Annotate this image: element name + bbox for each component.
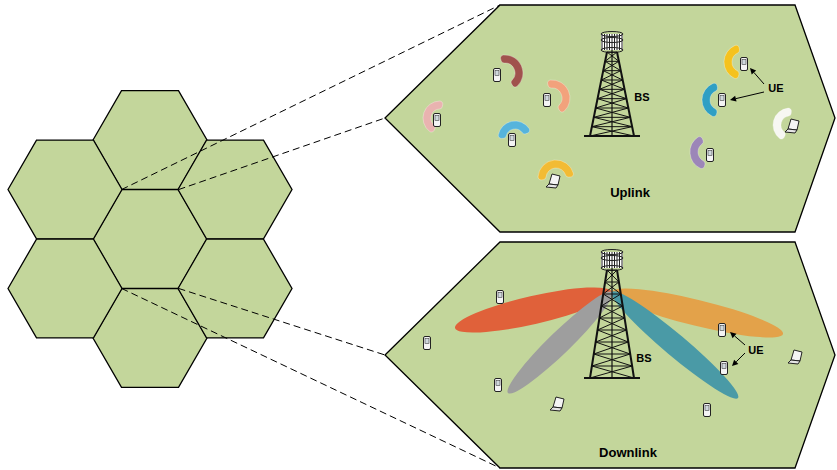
laptop-icon — [788, 350, 802, 364]
laptop-icon — [550, 397, 564, 411]
panel-title: Uplink — [610, 185, 650, 200]
uplink-signal — [690, 137, 705, 169]
phone-icon — [707, 149, 714, 162]
uplink-signal — [773, 108, 791, 139]
downlink-beam — [605, 284, 745, 407]
phone-icon — [719, 94, 726, 107]
phone-icon — [495, 379, 502, 392]
phone-icon — [719, 324, 726, 337]
leader-arrow — [730, 332, 745, 345]
cell-hexagon — [8, 239, 122, 338]
leader-arrow — [732, 353, 745, 366]
panel-title: Downlink — [599, 445, 657, 460]
phone-icon — [741, 58, 748, 71]
uplink-signal — [702, 83, 718, 116]
laptop-icon — [785, 119, 799, 133]
laptop-icon — [546, 174, 560, 188]
leader-arrow — [750, 68, 764, 84]
cell-panel: Uplink — [385, 5, 836, 233]
phone-icon — [509, 134, 516, 147]
base-station-tower — [584, 250, 640, 379]
leader-arrow — [730, 92, 764, 102]
phone-icon — [497, 291, 504, 304]
bs-label: BS — [634, 91, 649, 103]
ue-label: UE — [768, 82, 783, 94]
zoom-line — [179, 118, 386, 190]
ue-label: UE — [748, 344, 763, 356]
phone-icon — [494, 69, 501, 82]
cell-hexagon — [178, 140, 292, 239]
phone-icon — [434, 114, 441, 127]
phone-icon — [704, 404, 711, 417]
uplink-signal — [724, 45, 740, 78]
phone-icon — [544, 94, 551, 107]
phone-icon — [721, 362, 728, 375]
panel-outline — [385, 241, 836, 469]
base-station-tower — [584, 32, 640, 137]
cell-hexagon — [8, 140, 122, 239]
uplink-signal — [501, 55, 523, 87]
uplink-signal — [423, 101, 443, 132]
cell-panel: Downlink — [385, 241, 836, 469]
phone-icon — [424, 337, 431, 350]
zoom-line — [179, 288, 386, 355]
bs-label: BS — [636, 352, 651, 364]
